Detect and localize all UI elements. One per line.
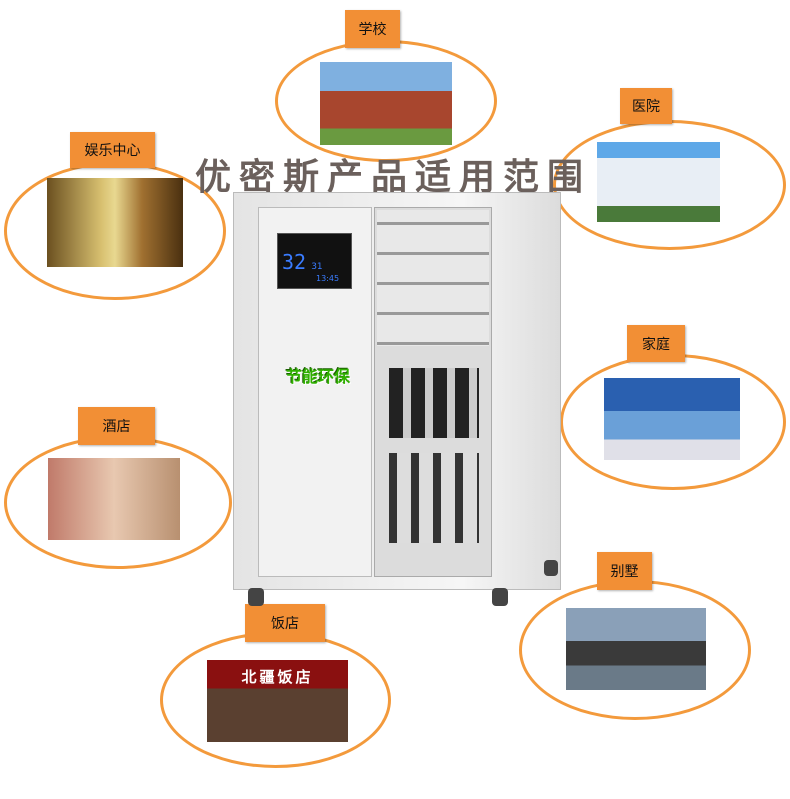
water-heater-cabinet: 32 31 13:45 节能环保 bbox=[233, 192, 561, 590]
wheel bbox=[492, 588, 508, 606]
page-title: 优密斯产品适用范围 bbox=[195, 157, 592, 198]
transformer-unit bbox=[377, 210, 489, 346]
wheel bbox=[248, 588, 264, 606]
control-display: 32 31 13:45 bbox=[277, 233, 352, 289]
heating-pipes bbox=[389, 453, 479, 543]
heating-modules bbox=[389, 368, 479, 438]
hotel-photo bbox=[48, 458, 180, 540]
hospital-photo bbox=[597, 142, 720, 222]
label-restaurant: 饭店 bbox=[245, 604, 325, 642]
school-photo bbox=[320, 62, 452, 145]
internal-compartment bbox=[374, 207, 492, 577]
wheel bbox=[544, 560, 558, 576]
label-hospital: 医院 bbox=[620, 88, 672, 124]
restaurant-photo: 北疆饭店 bbox=[207, 660, 348, 742]
label-home: 家庭 bbox=[627, 325, 685, 362]
villa-photo bbox=[566, 608, 706, 690]
label-hotel: 酒店 bbox=[78, 407, 155, 445]
home-photo bbox=[604, 378, 740, 460]
label-villa: 别墅 bbox=[597, 552, 652, 590]
label-school: 学校 bbox=[345, 10, 400, 48]
energy-saving-badge: 节能环保 bbox=[286, 367, 351, 386]
restaurant-sign: 北疆饭店 bbox=[241, 668, 314, 686]
entertainment-photo bbox=[47, 178, 183, 267]
display-sub: 31 bbox=[311, 262, 323, 272]
display-time: 13:45 bbox=[316, 274, 340, 283]
display-temperature: 32 bbox=[282, 250, 307, 274]
label-entertainment: 娱乐中心 bbox=[70, 132, 155, 168]
